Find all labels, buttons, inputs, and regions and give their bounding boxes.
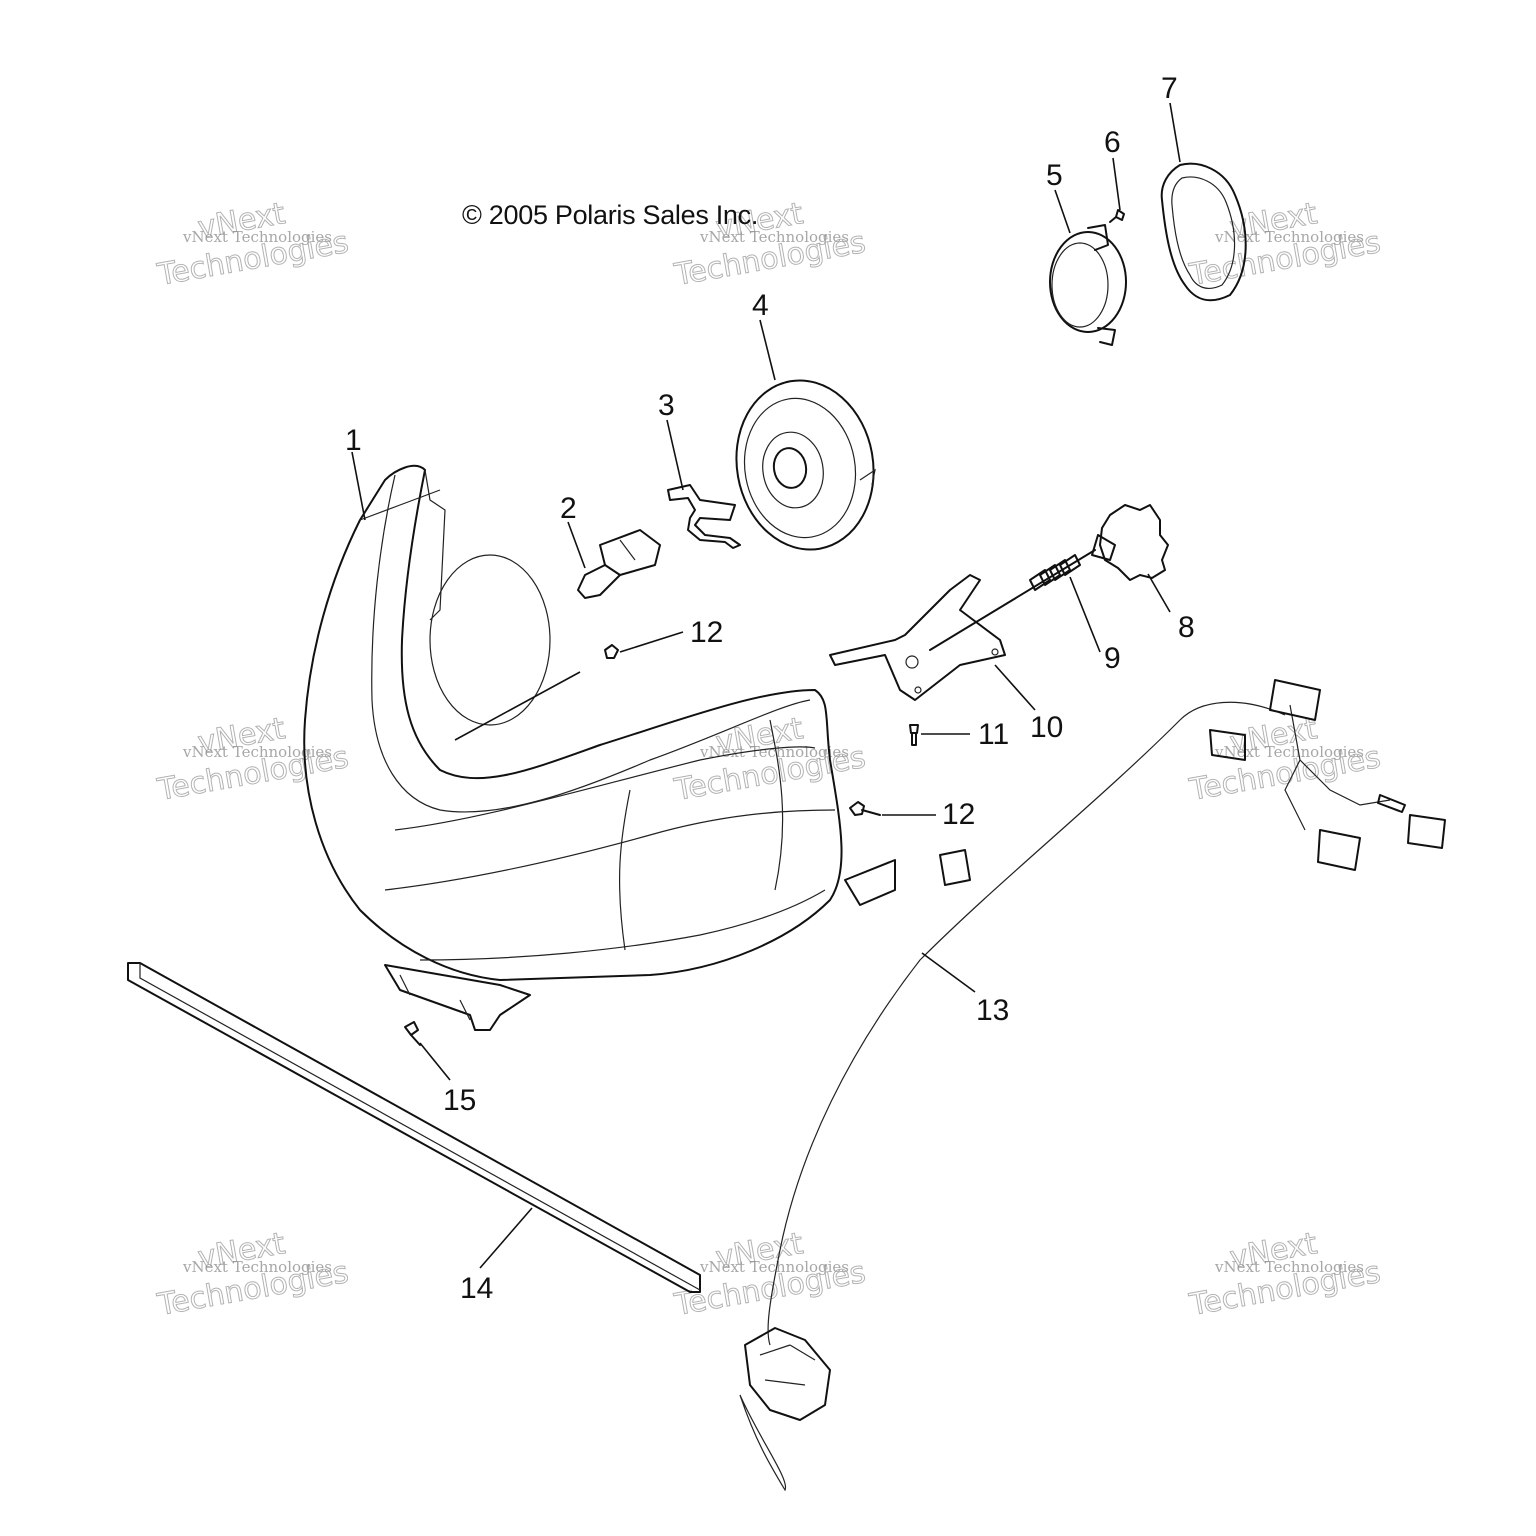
- copyright-text: © 2005 Polaris Sales Inc.: [462, 200, 759, 230]
- callout-3: 3: [658, 389, 675, 422]
- leader-lines: [351, 102, 1181, 1269]
- callout-9: 9: [1104, 642, 1121, 675]
- callout-10: 10: [1030, 711, 1063, 744]
- adjuster-bracket: [829, 574, 1006, 701]
- wiring-harness: [739, 679, 1446, 1492]
- callout-2: 2: [560, 492, 577, 525]
- small-screw: [1109, 209, 1125, 223]
- watermark-text: vNext Technologies: [1214, 228, 1364, 246]
- watermark-text: vNext Technologies: [182, 743, 332, 761]
- screw-12-upper: [604, 644, 619, 659]
- callout-11: 11: [978, 718, 1009, 751]
- callout-5: 5: [1046, 159, 1063, 192]
- watermark-text: vNext Technologies: [699, 1258, 849, 1276]
- bolt-11: [909, 724, 919, 746]
- watermark-text: vNext Technologies: [699, 228, 849, 246]
- callout-1: 1: [345, 424, 362, 457]
- headlight-reflector: [735, 379, 876, 551]
- callout-13: 13: [976, 994, 1009, 1027]
- callout-8: 8: [1178, 611, 1195, 644]
- watermark-bottom-right: vNext vNext Technologies Technologies: [1186, 1226, 1384, 1324]
- callout-7: 7: [1161, 72, 1178, 105]
- lamp-gasket: [1160, 162, 1247, 302]
- bulb-retaining-clip: [667, 484, 741, 549]
- watermark-mid-right: vNext vNext Technologies Technologies: [1186, 711, 1384, 809]
- watermark-top-left: vNext vNext Technologies Technologies: [154, 196, 352, 294]
- watermark-bottom-left: vNext vNext Technologies Technologies: [154, 1226, 352, 1324]
- adjuster-spring: [929, 549, 1096, 651]
- watermark-text: vNext Technologies: [1214, 743, 1364, 761]
- watermark-top-center: vNext vNext Technologies Technologies: [671, 196, 869, 294]
- callout-15: 15: [443, 1084, 476, 1117]
- auxiliary-lamp: [1049, 224, 1127, 346]
- callout-numbers: 1 2 3 4 5 6 7 8 9 10 11 12 12 13 14 15: [345, 72, 1195, 1305]
- callout-12-lower: 12: [942, 798, 975, 831]
- trim-strip: [127, 962, 701, 1293]
- headlight-bulb: [577, 529, 661, 599]
- pin-15: [404, 1021, 421, 1046]
- watermark-text: vNext Technologies: [182, 228, 332, 246]
- callout-14: 14: [460, 1272, 493, 1305]
- watermark-text: vNext Technologies: [182, 1258, 332, 1276]
- clip-nut: [939, 849, 971, 886]
- watermark-top-right: vNext vNext Technologies Technologies: [1186, 196, 1384, 294]
- callout-4: 4: [752, 289, 769, 322]
- screw-12-lower: [849, 801, 881, 816]
- watermark-text: vNext Technologies: [1214, 1258, 1364, 1276]
- headlight-housing: [303, 464, 896, 1031]
- watermark-mid-left: vNext vNext Technologies Technologies: [154, 711, 352, 809]
- callout-6: 6: [1104, 126, 1121, 159]
- adjuster-knob: [1091, 504, 1169, 581]
- callout-12-upper: 12: [690, 616, 723, 649]
